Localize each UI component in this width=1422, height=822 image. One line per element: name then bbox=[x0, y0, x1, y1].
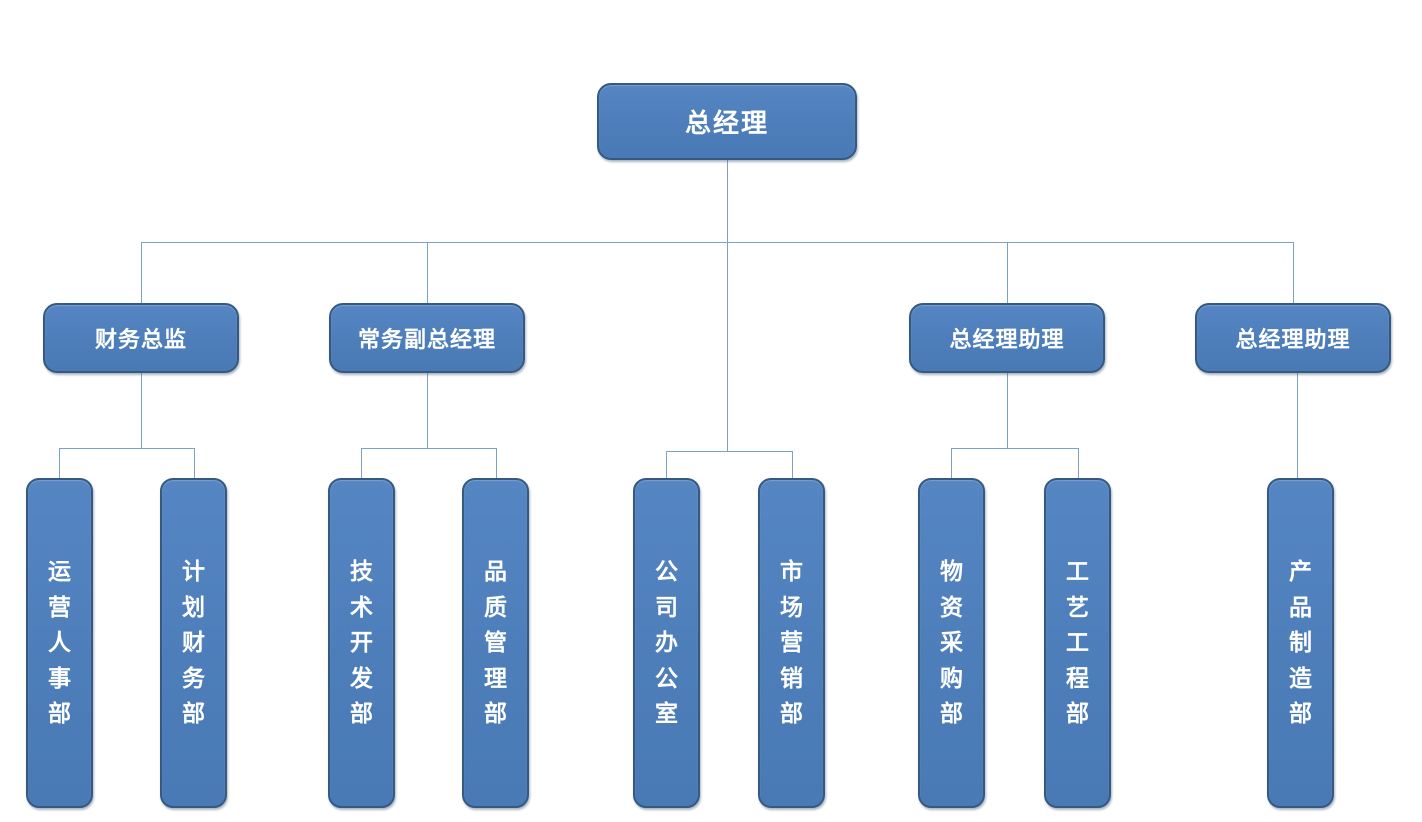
connector-manager-1-rail bbox=[361, 448, 496, 449]
org-node-manager-gm-assistant-2[interactable]: 总经理助理 bbox=[1195, 303, 1391, 373]
org-node-label: 常务副总经理 bbox=[357, 327, 496, 353]
connector-root-center bbox=[727, 242, 728, 451]
org-node-dept-process-engineering[interactable]: 工艺工程部 bbox=[1044, 478, 1111, 808]
connector-drop-manager-1 bbox=[427, 242, 428, 303]
org-node-label: 运营人事部 bbox=[48, 557, 71, 728]
connector-manager-2-rail bbox=[951, 448, 1078, 449]
org-node-label: 品质管理部 bbox=[484, 557, 507, 728]
connector-drop-manager-3 bbox=[1293, 242, 1294, 303]
org-node-root-label: 总经理 bbox=[684, 109, 769, 139]
org-node-root[interactable]: 总经理 bbox=[597, 83, 857, 160]
org-node-label: 产品制造部 bbox=[1289, 557, 1312, 728]
org-node-label: 市场营销部 bbox=[780, 557, 803, 728]
connector-drop-manager-0 bbox=[141, 242, 142, 303]
connector-root-stub bbox=[727, 160, 728, 242]
connector-dept-5-drop bbox=[792, 451, 793, 478]
connector-main-rail bbox=[141, 242, 1293, 243]
connector-dept-7-drop bbox=[1078, 448, 1079, 478]
connector-manager-1-stub bbox=[427, 373, 428, 448]
org-node-dept-planning-finance[interactable]: 计划财务部 bbox=[160, 478, 227, 808]
org-node-label: 总经理助理 bbox=[949, 327, 1065, 353]
org-node-label: 技术开发部 bbox=[350, 557, 373, 728]
org-node-dept-company-office[interactable]: 公司办公室 bbox=[633, 478, 700, 808]
connector-dept-6-drop bbox=[951, 448, 952, 478]
connector-manager-0-rail bbox=[59, 448, 194, 449]
org-node-label: 总经理助理 bbox=[1235, 327, 1351, 353]
org-node-manager-finance-director[interactable]: 财务总监 bbox=[43, 303, 239, 373]
connector-dept-2-drop bbox=[361, 448, 362, 478]
connector-root-rail bbox=[666, 451, 792, 452]
connector-drop-manager-2 bbox=[1007, 242, 1008, 303]
connector-manager-3-stub bbox=[1297, 373, 1298, 478]
connector-dept-0-drop bbox=[59, 448, 60, 478]
org-node-label: 物资采购部 bbox=[940, 557, 963, 728]
org-node-dept-quality-management[interactable]: 品质管理部 bbox=[462, 478, 529, 808]
org-node-dept-material-procurement[interactable]: 物资采购部 bbox=[918, 478, 985, 808]
org-node-dept-operations-hr[interactable]: 运营人事部 bbox=[26, 478, 93, 808]
org-node-dept-marketing[interactable]: 市场营销部 bbox=[758, 478, 825, 808]
connector-manager-0-stub bbox=[141, 373, 142, 448]
connector-dept-3-drop bbox=[496, 448, 497, 478]
org-node-manager-executive-deputy-gm[interactable]: 常务副总经理 bbox=[329, 303, 525, 373]
org-node-label: 计划财务部 bbox=[182, 557, 205, 728]
org-node-dept-tech-development[interactable]: 技术开发部 bbox=[328, 478, 395, 808]
connector-dept-1-drop bbox=[194, 448, 195, 478]
org-node-label: 工艺工程部 bbox=[1066, 557, 1089, 728]
connector-manager-2-stub bbox=[1007, 373, 1008, 448]
org-node-label: 财务总监 bbox=[94, 327, 187, 353]
org-node-dept-product-manufacturing[interactable]: 产品制造部 bbox=[1267, 478, 1334, 808]
org-node-manager-gm-assistant-1[interactable]: 总经理助理 bbox=[909, 303, 1105, 373]
org-node-label: 公司办公室 bbox=[655, 557, 678, 728]
connector-dept-4-drop bbox=[666, 451, 667, 478]
